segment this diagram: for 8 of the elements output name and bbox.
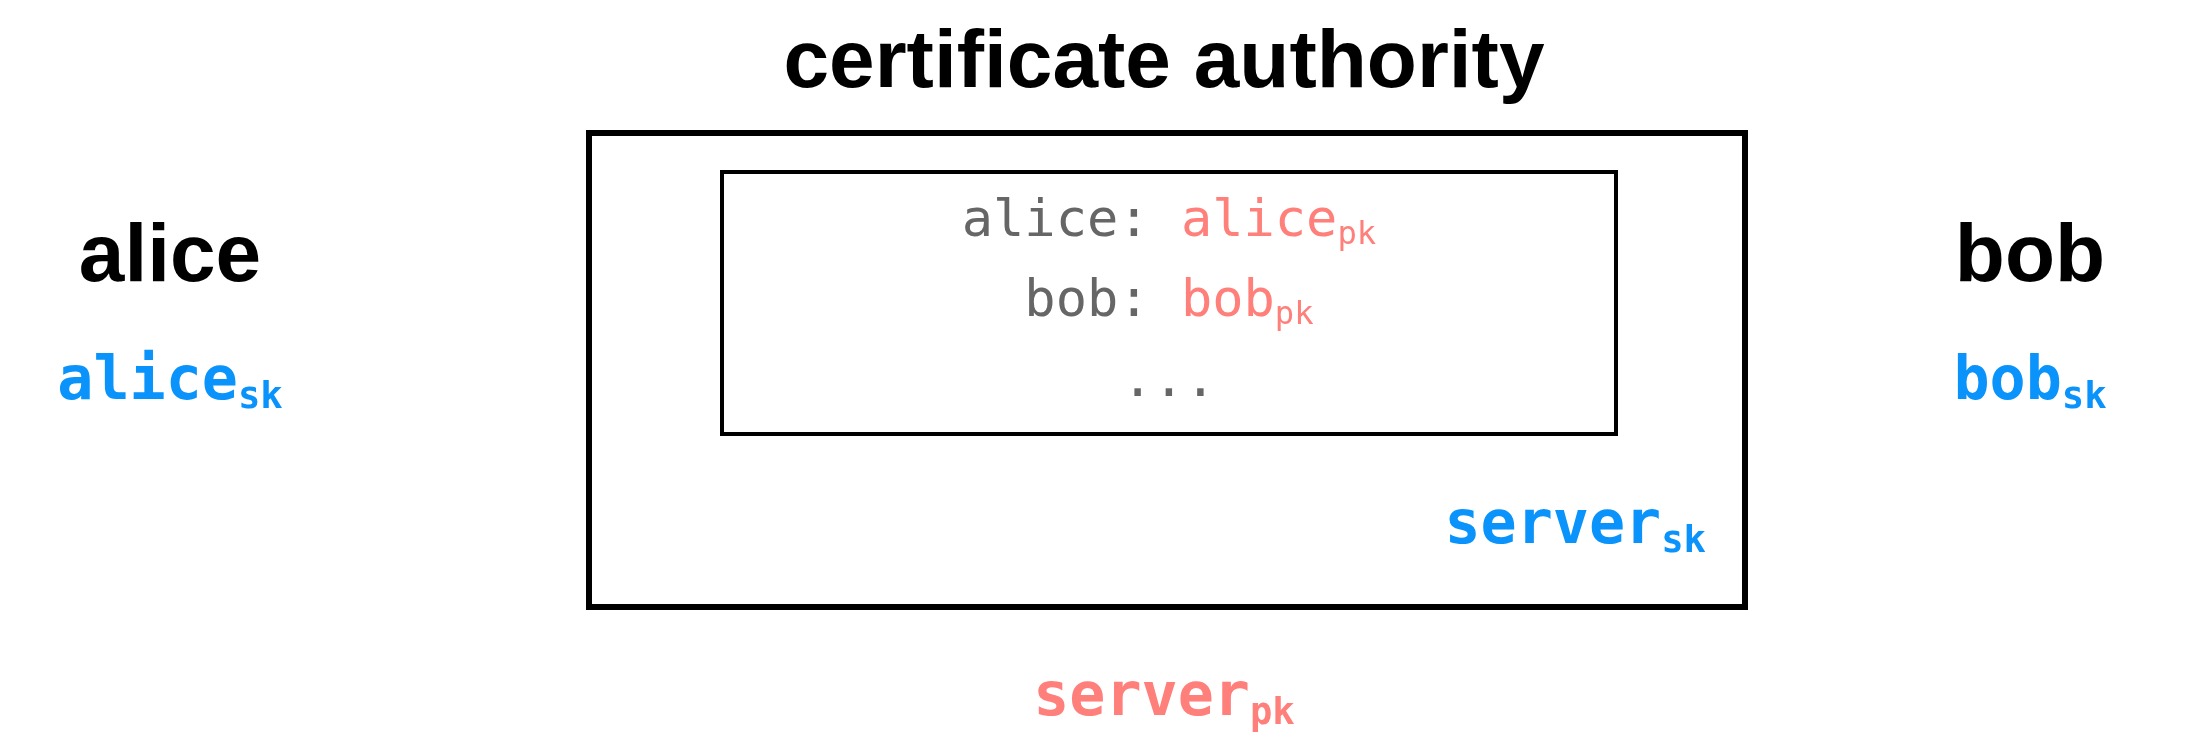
- person-name: bob: [1954, 207, 2106, 298]
- box-heading: certificate authority: [783, 13, 1545, 104]
- person-name: alice: [78, 207, 262, 298]
- secret-key-text: bob$_{sk}$: [1953, 343, 2107, 413]
- key-entry: ...: [1122, 348, 1216, 408]
- key-directory-box: [720, 170, 1618, 436]
- secret-key-text: alice$_{sk}$: [57, 343, 283, 413]
- secret-key-text: server$_{sk}$: [1444, 492, 1706, 559]
